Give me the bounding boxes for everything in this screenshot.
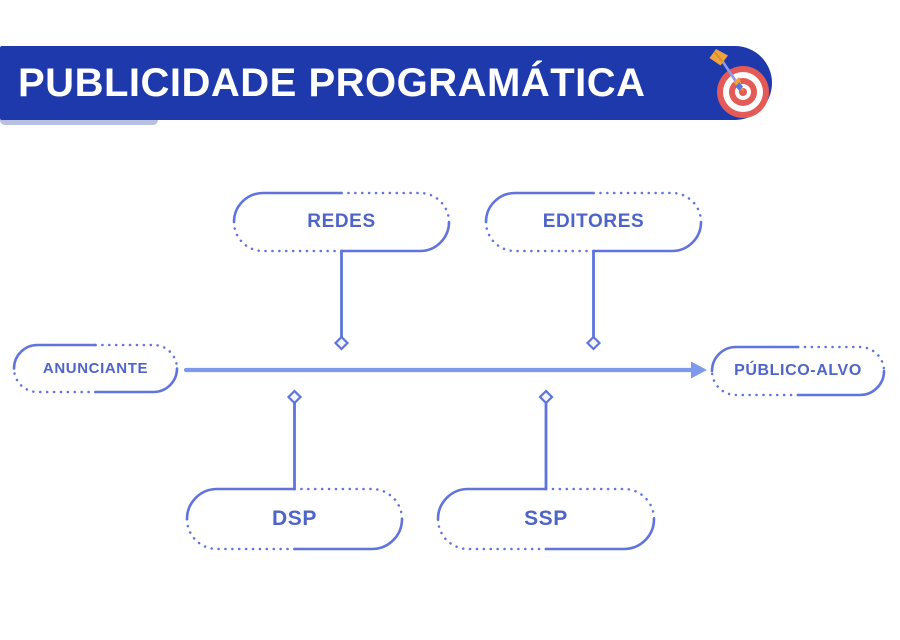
node-dsp: DSP xyxy=(187,489,402,549)
page-title: PUBLICIDADE PROGRAMÁTICA xyxy=(18,60,646,105)
node-ssp-label: SSP xyxy=(524,507,568,530)
node-redes-outline xyxy=(232,191,451,253)
banner-shadow xyxy=(0,115,158,125)
node-ssp-outline xyxy=(436,487,656,551)
node-publico-alvo-label: PÚBLICO-ALVO xyxy=(734,362,862,379)
node-redes-label: REDES xyxy=(307,211,376,232)
dartboard-icon xyxy=(709,49,769,118)
node-publico-alvo-outline xyxy=(710,345,886,397)
node-ssp: SSP xyxy=(438,489,654,549)
node-redes: REDES xyxy=(234,193,449,251)
flow-arrow xyxy=(183,361,707,379)
node-editores-outline xyxy=(484,191,703,253)
title-banner: PUBLICIDADE PROGRAMÁTICA xyxy=(0,46,772,120)
connector-dsp xyxy=(286,389,303,491)
node-anunciante: ANUNCIANTE xyxy=(14,345,177,392)
connector-ssp xyxy=(538,389,554,491)
node-editores: EDITORES xyxy=(486,193,701,251)
node-dsp-outline xyxy=(185,487,404,551)
node-publico-alvo: PÚBLICO-ALVO xyxy=(712,347,884,395)
connector-editores xyxy=(585,249,602,351)
node-anunciante-outline xyxy=(12,343,179,394)
node-dsp-label: DSP xyxy=(272,507,317,530)
connector-redes xyxy=(333,249,350,351)
node-editores-label: EDITORES xyxy=(542,211,645,232)
node-anunciante-label: ANUNCIANTE xyxy=(42,360,149,377)
dart-impact xyxy=(735,82,743,91)
